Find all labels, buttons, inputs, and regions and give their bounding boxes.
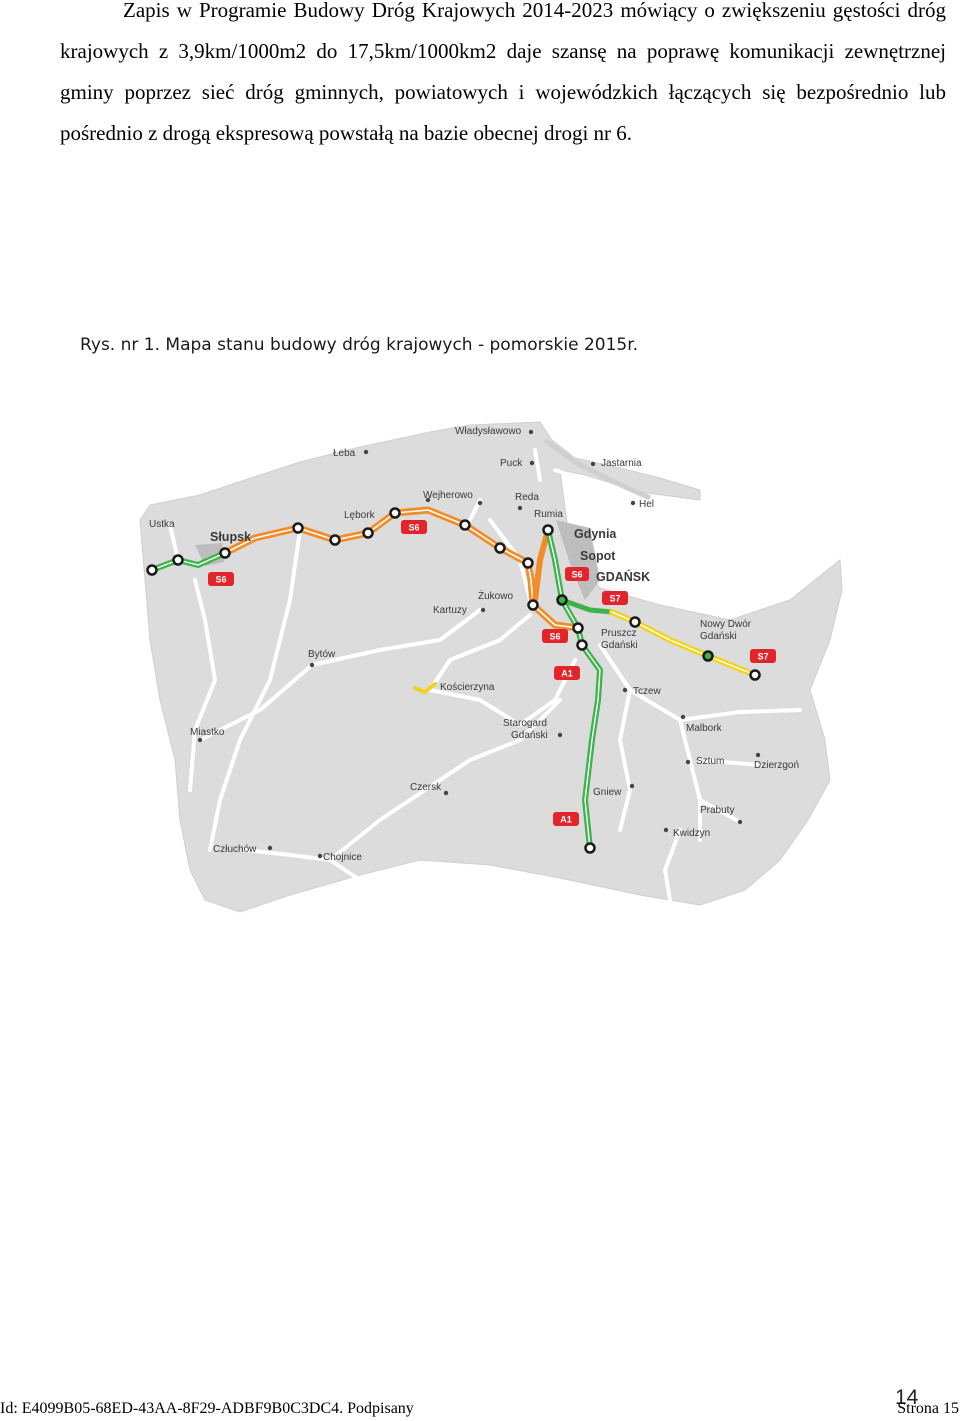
badge-s7-gdansk: S7 (602, 591, 628, 605)
badge-s6-south-label: S6 (549, 632, 560, 642)
town-dots (197, 429, 761, 859)
s7-route (413, 609, 758, 694)
label-nowy-dwor-gdanski: Gdański (700, 631, 737, 642)
figure-caption: Rys. nr 1. Mapa stanu budowy dróg krajow… (80, 335, 639, 355)
hel-peninsula (543, 437, 652, 501)
badge-a1-south: A1 (553, 812, 579, 826)
label-lebork: Lębork (344, 510, 376, 521)
label-kwidzyn: Kwidzyn (673, 828, 710, 839)
label-kartuzy: Kartuzy (433, 605, 467, 616)
label-czersk: Czersk (410, 782, 442, 793)
label-jastarnia: Jastarnia (601, 458, 642, 469)
document-id-footer: Id: E4099B05-68ED-43AA-8F29-ADBF9B0C3DC4… (0, 1400, 414, 1417)
label-hel: Hel (639, 499, 654, 510)
minor-roads (168, 448, 802, 902)
badge-a1-north: A1 (554, 666, 580, 680)
gulf-area (556, 520, 600, 600)
junction-nodes (146, 507, 761, 854)
label-wejherowo: Wejherowo (423, 490, 473, 501)
badge-a1-south-label: A1 (560, 815, 572, 825)
label-starogard: Starogard (503, 718, 547, 729)
label-sopot: Sopot (580, 549, 616, 563)
badge-s6-north-label: S6 (408, 523, 419, 533)
badge-a1-north-label: A1 (561, 669, 573, 679)
badge-s7-east-label: S7 (757, 652, 768, 662)
label-wladyslawowo: Władysławowo (455, 426, 522, 437)
label-pruszcz: Pruszcz (601, 628, 637, 639)
badge-s7-gdansk-label: S7 (609, 594, 620, 604)
slupsk-area (195, 543, 224, 566)
label-miastko: Miastko (190, 727, 225, 738)
label-bytow: Bytów (308, 649, 336, 660)
badge-s7-east: S7 (750, 649, 776, 663)
label-starogard-gdanski: Gdański (511, 730, 548, 741)
label-nowy-dwor: Nowy Dwór (700, 619, 752, 630)
badge-s6-north: S6 (401, 520, 427, 534)
badge-s6-gdansk: S6 (565, 567, 589, 581)
label-tczew: Tczew (633, 686, 662, 697)
label-pruszcz-gdanski: Gdański (601, 640, 638, 651)
badge-s6-gdansk-label: S6 (571, 570, 582, 580)
built-expressways (149, 527, 615, 851)
label-dzierzgon: Dzierzgoń (754, 760, 799, 771)
badge-s6-west-label: S6 (215, 575, 226, 585)
label-czluchow: Człuchów (213, 844, 257, 855)
junction-nodes-built (556, 594, 714, 662)
road-badges: S6 S6 S6 S6 S7 S7 A1 A1 (208, 520, 776, 826)
badge-s6-west: S6 (208, 572, 234, 586)
label-slupsk: Słupsk (210, 530, 251, 544)
page-label-footer: Strona 15 (897, 1400, 959, 1417)
label-chojnice: Chojnice (323, 852, 362, 863)
label-koscierzyna: Kościerzyna (440, 682, 495, 693)
city-labels: Władysławowo Łeba Puck Jastarnia Hel Ust… (149, 426, 799, 863)
label-gniew: Gniew (593, 787, 622, 798)
label-ustka: Ustka (149, 519, 175, 530)
badge-s6-south: S6 (542, 629, 568, 643)
map-land-region (139, 421, 843, 913)
label-gdansk: GDAŃSK (596, 569, 650, 584)
label-rumia: Rumia (534, 509, 563, 520)
label-leba: Łeba (333, 448, 356, 459)
label-reda: Reda (515, 492, 539, 503)
label-sztum: Sztum (696, 756, 724, 767)
body-paragraph: Zapis w Programie Budowy Dróg Krajowych … (60, 0, 946, 145)
page-number: 14 (895, 1386, 919, 1409)
label-zukowo: Żukowo (478, 589, 513, 602)
label-prabuty: Prabuty (700, 805, 734, 816)
label-puck: Puck (500, 458, 523, 469)
label-gdynia: Gdynia (574, 527, 617, 541)
label-malbork: Malbork (686, 723, 723, 734)
